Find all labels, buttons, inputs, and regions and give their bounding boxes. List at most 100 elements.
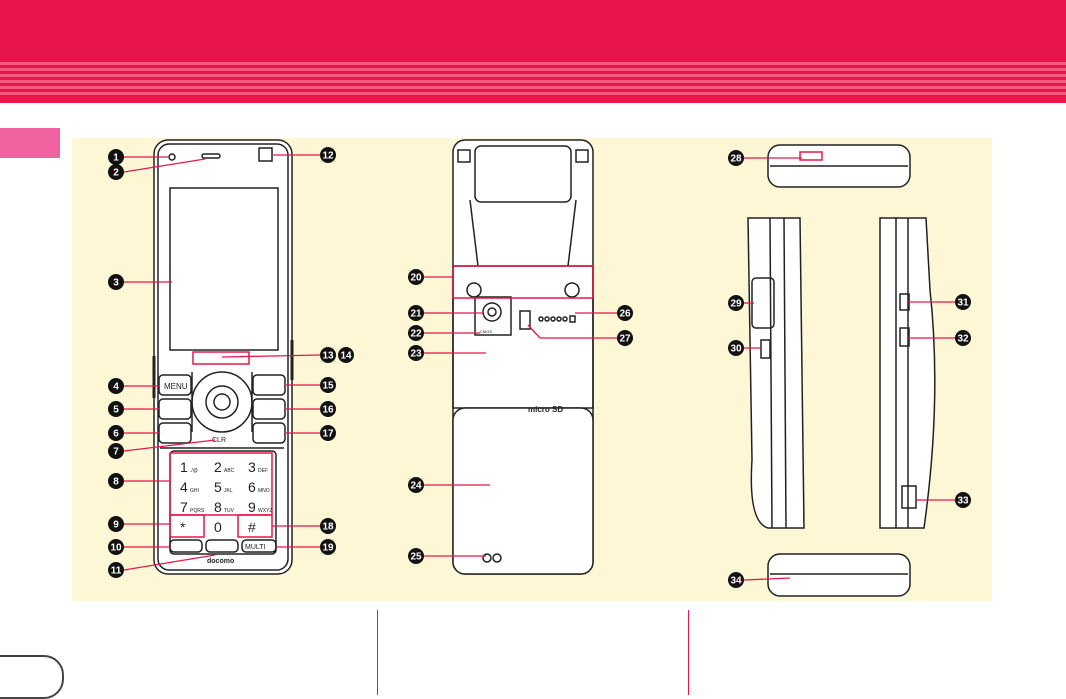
key-9: 9 <box>248 499 256 515</box>
svg-text:14: 14 <box>340 351 352 362</box>
callout-10: 10 <box>108 539 124 555</box>
callout-20: 20 <box>408 269 424 285</box>
phone-bottom-view <box>768 554 910 596</box>
svg-text:2: 2 <box>113 168 119 179</box>
callout-22: 22 <box>408 325 424 341</box>
callout-2: 2 <box>108 164 124 180</box>
svg-text:31: 31 <box>957 298 969 309</box>
svg-text:11: 11 <box>111 566 122 577</box>
svg-text:32: 32 <box>957 334 969 345</box>
key-3-sub: DEF <box>258 468 268 474</box>
svg-text:17: 17 <box>322 429 334 440</box>
svg-text:19: 19 <box>322 543 334 554</box>
key-5: 5 <box>214 479 222 495</box>
svg-text:21: 21 <box>410 309 422 320</box>
phone-back <box>453 140 593 574</box>
phone-left-side <box>748 218 804 528</box>
callout-8: 8 <box>108 473 124 489</box>
phone-top-view <box>768 145 910 187</box>
svg-text:6: 6 <box>113 429 119 440</box>
battery-cover <box>453 408 593 574</box>
svg-text:34: 34 <box>730 576 742 587</box>
callout-9: 9 <box>108 516 124 532</box>
callout-34: 34 <box>728 572 744 588</box>
key-2-sub: ABC <box>224 468 235 474</box>
svg-text:22: 22 <box>410 329 422 340</box>
svg-text:18: 18 <box>322 522 334 533</box>
callout-31: 31 <box>955 294 971 310</box>
micro-sd-label: micro SD <box>528 405 563 414</box>
callout-19: 19 <box>320 539 336 555</box>
callout-15: 15 <box>320 377 336 393</box>
svg-text:10: 10 <box>110 543 122 554</box>
svg-text:33: 33 <box>957 496 969 507</box>
svg-text:1: 1 <box>113 153 119 164</box>
callout-16: 16 <box>320 401 336 417</box>
key-7-sub: PQRS <box>190 508 205 514</box>
callout-14: 14 <box>338 347 354 363</box>
callout-27: 27 <box>617 330 633 346</box>
svg-text:8: 8 <box>113 477 119 488</box>
callout-21: 21 <box>408 305 424 321</box>
svg-text:4: 4 <box>113 382 119 393</box>
callout-32: 32 <box>955 330 971 346</box>
svg-text:12: 12 <box>322 151 334 162</box>
callout-25: 25 <box>408 548 424 564</box>
svg-text:29: 29 <box>730 299 742 310</box>
svg-text:13: 13 <box>322 351 334 362</box>
key-2: 2 <box>214 459 222 475</box>
brand-logo: docomo <box>207 558 234 565</box>
key-1-sub: ./@ <box>190 468 198 474</box>
svg-text:30: 30 <box>730 344 742 355</box>
svg-text:5: 5 <box>113 405 119 416</box>
callout-29: 29 <box>728 295 744 311</box>
key-6: 6 <box>248 479 256 495</box>
camera-label: CMOS <box>480 329 492 334</box>
menu-key-label: MENU <box>164 382 188 391</box>
callout-1: 1 <box>108 149 124 165</box>
key-8: 8 <box>214 499 222 515</box>
callout-3: 3 <box>108 274 124 290</box>
key-7: 7 <box>180 499 188 515</box>
callout-6: 6 <box>108 425 124 441</box>
callout-17: 17 <box>320 425 336 441</box>
callout-26: 26 <box>617 305 633 321</box>
key-3: 3 <box>248 459 256 475</box>
key-5-sub: JKL <box>224 488 233 494</box>
callout-18: 18 <box>320 518 336 534</box>
svg-text:26: 26 <box>619 309 631 320</box>
key-4: 4 <box>180 479 188 495</box>
svg-text:9: 9 <box>113 520 119 531</box>
svg-text:7: 7 <box>113 447 119 458</box>
svg-text:27: 27 <box>619 334 631 345</box>
svg-text:16: 16 <box>322 405 334 416</box>
key-4-sub: GHI <box>190 488 199 494</box>
svg-text:3: 3 <box>113 278 119 289</box>
key-0: 0 <box>214 519 222 535</box>
key-6-sub: MNO <box>258 488 270 494</box>
column-divider-1 <box>377 610 378 695</box>
svg-text:25: 25 <box>410 552 422 563</box>
callout-24: 24 <box>408 477 424 493</box>
svg-text:24: 24 <box>410 481 422 492</box>
svg-text:28: 28 <box>730 154 742 165</box>
phone-right-side <box>880 218 935 528</box>
column-divider-2 <box>688 610 689 695</box>
callout-30: 30 <box>728 340 744 356</box>
key-hash: # <box>248 519 256 535</box>
key-9-sub: WXYZ <box>258 508 272 514</box>
callout-28: 28 <box>728 150 744 166</box>
key-1: 1 <box>180 459 188 475</box>
multi-key-label: MULTI <box>245 544 266 551</box>
key-8-sub: TUV <box>224 508 235 514</box>
callout-5: 5 <box>108 401 124 417</box>
callout-4: 4 <box>108 378 124 394</box>
svg-text:15: 15 <box>322 381 334 392</box>
svg-text:23: 23 <box>410 349 422 360</box>
callout-13: 13 <box>320 347 336 363</box>
key-star: * <box>180 519 186 535</box>
callout-12: 12 <box>320 147 336 163</box>
callout-33: 33 <box>955 492 971 508</box>
display-screen <box>170 188 278 350</box>
